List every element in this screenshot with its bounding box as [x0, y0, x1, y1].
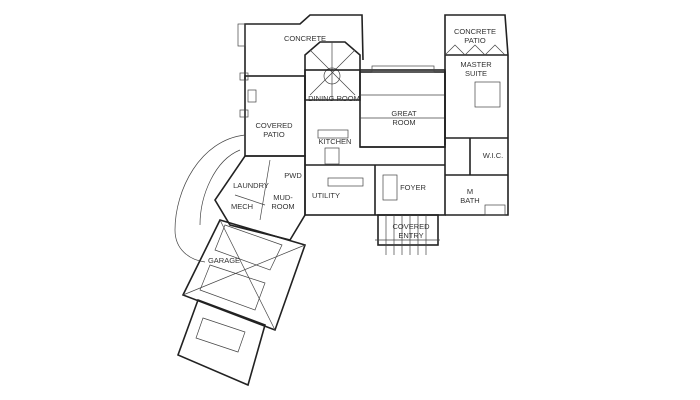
room-label-covered-entry-2: ENTRY [398, 231, 423, 240]
room-label-covered-patio: COVERED [255, 121, 293, 130]
room-label-dining-room: DINING ROOM [308, 94, 360, 103]
dining-room-octagon [304, 41, 361, 101]
room-label-mudroom: MUD- [273, 193, 293, 202]
room-label-master-suite-2: SUITE [465, 69, 487, 78]
room-label-laundry: LAUNDRY [233, 181, 269, 190]
room-label-wic: W.I.C. [483, 151, 503, 160]
room-label-pwd: PWD [284, 171, 302, 180]
room-label-great-room: GREAT [391, 109, 417, 118]
garage-walls [176, 219, 307, 387]
room-label-covered-patio-2: PATIO [263, 130, 285, 139]
room-label-concrete-patio: CONCRETE [454, 27, 496, 36]
concrete-patio-outline [237, 14, 364, 80]
covered-patio-outline [239, 72, 306, 157]
room-label-m-bath-2: BATH [460, 196, 479, 205]
covered-entry-structure [375, 214, 440, 255]
room-label-utility: UTILITY [312, 191, 340, 200]
room-label-kitchen: KITCHEN [319, 137, 352, 146]
room-label-concrete-patio-2: PATIO [464, 36, 486, 45]
room-label-mudroom-2: ROOM [271, 202, 294, 211]
room-label-foyer: FOYER [400, 183, 426, 192]
room-label-great-room-2: ROOM [392, 118, 415, 127]
room-label-m-bath: M [467, 187, 473, 196]
main-house-walls [304, 65, 446, 216]
room-label-mech: MECH [231, 202, 253, 211]
room-label-master-suite: MASTER [460, 60, 492, 69]
master-wing-walls [444, 14, 509, 216]
room-label-garage: GARAGE [208, 256, 240, 265]
room-label-concrete: CONCRETE [284, 34, 326, 43]
room-label-covered-entry: COVERED [392, 222, 430, 231]
